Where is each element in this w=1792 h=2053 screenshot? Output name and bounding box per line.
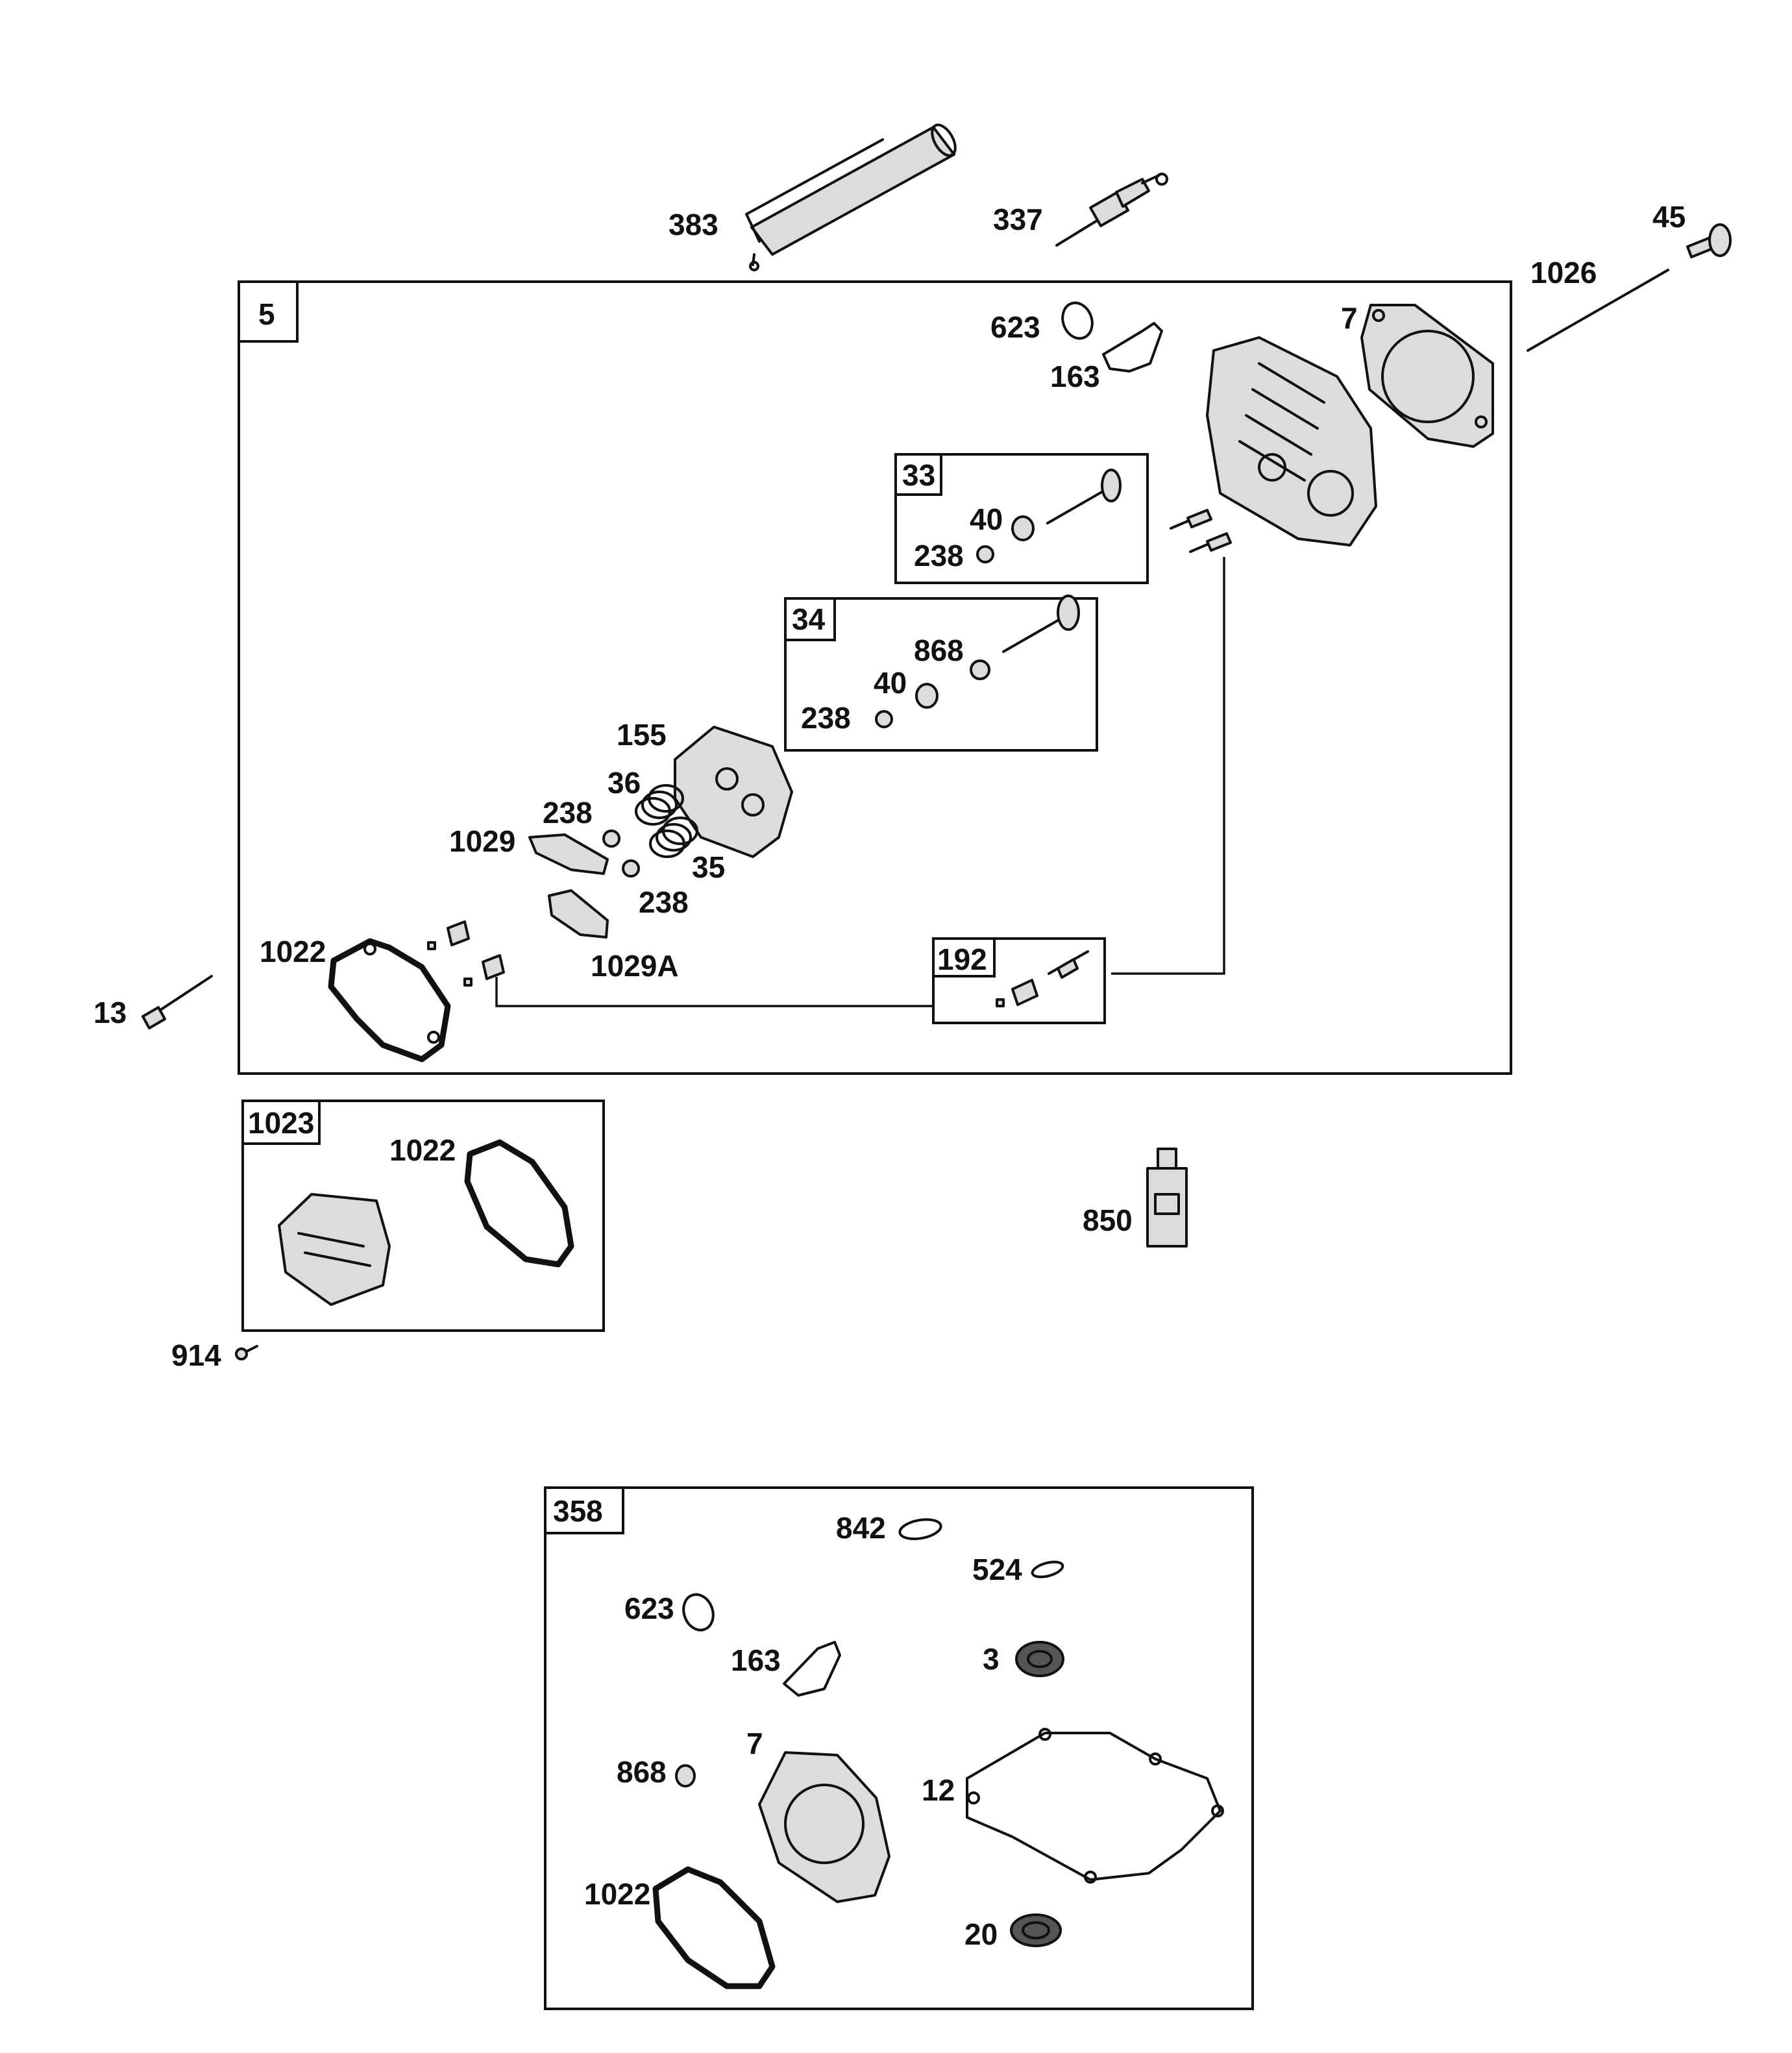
valve-cover-gasket-1022c-icon bbox=[652, 1866, 776, 1989]
callout-13: 13 bbox=[93, 996, 127, 1029]
push-rod-1026-icon bbox=[1527, 269, 1669, 352]
callout-45: 45 bbox=[1652, 200, 1686, 234]
callout-1022: 1022 bbox=[584, 1877, 650, 1911]
subgroup-frame-34 bbox=[784, 597, 1098, 752]
valve-seal-868b-icon bbox=[675, 1764, 696, 1788]
subgroup-frame-33 bbox=[894, 453, 1149, 584]
callout-238: 238 bbox=[914, 539, 964, 572]
intake-gasket-163-icon bbox=[1102, 322, 1163, 373]
valve-cap-238a-icon bbox=[976, 545, 994, 563]
callout-7: 7 bbox=[1341, 301, 1358, 335]
head-gasket-7b-icon bbox=[758, 1751, 890, 1903]
leader-192-to-rocker-studs bbox=[495, 977, 933, 1007]
o-ring-842-icon bbox=[898, 1518, 942, 1540]
callout-40: 40 bbox=[874, 666, 907, 700]
callout-337: 337 bbox=[993, 203, 1043, 236]
callout-5: 5 bbox=[258, 297, 275, 331]
callout-36: 36 bbox=[608, 766, 641, 800]
valve-spring-36-icon bbox=[635, 784, 684, 826]
rocker-cover-plate-155-icon bbox=[674, 726, 793, 858]
callout-842: 842 bbox=[836, 1511, 886, 1545]
callout-192: 192 bbox=[937, 942, 987, 976]
callout-3: 3 bbox=[983, 1642, 1000, 1676]
callout-34: 34 bbox=[792, 602, 826, 636]
callout-1029A: 1029A bbox=[591, 949, 679, 983]
valve-cap-238d-icon bbox=[622, 859, 640, 878]
callout-1022: 1022 bbox=[389, 1133, 456, 1167]
o-ring-623b-icon bbox=[682, 1593, 715, 1632]
callout-238: 238 bbox=[543, 796, 593, 830]
screw-914-icon bbox=[235, 1345, 258, 1360]
valve-cap-238c-icon bbox=[602, 830, 620, 848]
callout-850: 850 bbox=[1083, 1203, 1133, 1237]
kit-frame-358 bbox=[544, 1486, 1254, 2010]
callout-1029: 1029 bbox=[449, 824, 515, 858]
rocker-stud-icon bbox=[427, 920, 505, 987]
subgroup-frame-192 bbox=[932, 937, 1106, 1024]
callout-155: 155 bbox=[617, 718, 667, 752]
head-gasket-7-icon bbox=[1360, 304, 1494, 448]
spark-plug-wrench-icon bbox=[745, 123, 957, 271]
callout-623: 623 bbox=[990, 310, 1040, 344]
callout-623: 623 bbox=[624, 1592, 674, 1625]
intake-valve-icon bbox=[1002, 595, 1080, 653]
callout-1023: 1023 bbox=[248, 1106, 314, 1140]
callout-40: 40 bbox=[970, 502, 1003, 536]
callout-1026: 1026 bbox=[1530, 256, 1597, 289]
valve-spring-35-icon bbox=[649, 817, 698, 858]
callout-33: 33 bbox=[902, 458, 935, 492]
valve-spring-retainer-40a-icon bbox=[1011, 515, 1035, 541]
callout-868: 868 bbox=[617, 1755, 667, 1789]
valve-cover-1023-icon bbox=[278, 1193, 391, 1306]
callout-1022: 1022 bbox=[260, 935, 326, 968]
callout-7: 7 bbox=[746, 1727, 763, 1760]
bolt-45-icon bbox=[1686, 223, 1732, 258]
callout-358: 358 bbox=[553, 1494, 603, 1528]
o-ring-623-icon bbox=[1061, 301, 1094, 340]
valve-cover-gasket-1022a-icon bbox=[328, 938, 451, 1063]
exhaust-valve-icon bbox=[1046, 469, 1122, 524]
bolt-13-icon bbox=[141, 975, 213, 1029]
oil-seal-3-icon bbox=[1015, 1641, 1064, 1677]
spark-plug-icon bbox=[1055, 173, 1168, 247]
callout-238: 238 bbox=[639, 885, 689, 919]
intake-gasket-163b-icon bbox=[783, 1641, 841, 1697]
rocker-arm-1029A-icon bbox=[548, 889, 609, 939]
stud-kit-192-icon bbox=[996, 950, 1089, 1007]
crankcase-gasket-12-icon bbox=[966, 1728, 1224, 1884]
callout-12: 12 bbox=[922, 1773, 955, 1807]
sealant-tube-850-icon bbox=[1146, 1148, 1188, 1248]
head-stud-icon bbox=[1170, 509, 1232, 553]
valve-seal-868a-icon bbox=[970, 659, 990, 680]
callout-914: 914 bbox=[171, 1338, 221, 1372]
o-ring-524-icon bbox=[1031, 1560, 1064, 1579]
leader-192-to-head-studs bbox=[1111, 557, 1225, 975]
callout-20: 20 bbox=[964, 1917, 998, 1951]
oil-seal-20-icon bbox=[1010, 1913, 1062, 1947]
valve-cap-238b-icon bbox=[875, 710, 893, 728]
valve-cover-gasket-1022b-icon bbox=[464, 1139, 574, 1268]
valve-spring-retainer-40b-icon bbox=[915, 683, 939, 709]
rocker-arm-1029-icon bbox=[528, 833, 609, 875]
callout-524: 524 bbox=[972, 1553, 1022, 1586]
callout-35: 35 bbox=[692, 850, 725, 884]
group-frame-5 bbox=[238, 280, 1512, 1075]
cylinder-head-icon bbox=[1206, 336, 1377, 547]
callout-383: 383 bbox=[669, 208, 718, 241]
callout-238: 238 bbox=[801, 701, 851, 735]
callout-163: 163 bbox=[731, 1643, 781, 1677]
subgroup-frame-1023 bbox=[241, 1100, 605, 1332]
callout-163: 163 bbox=[1050, 360, 1100, 393]
callout-868: 868 bbox=[914, 633, 964, 667]
